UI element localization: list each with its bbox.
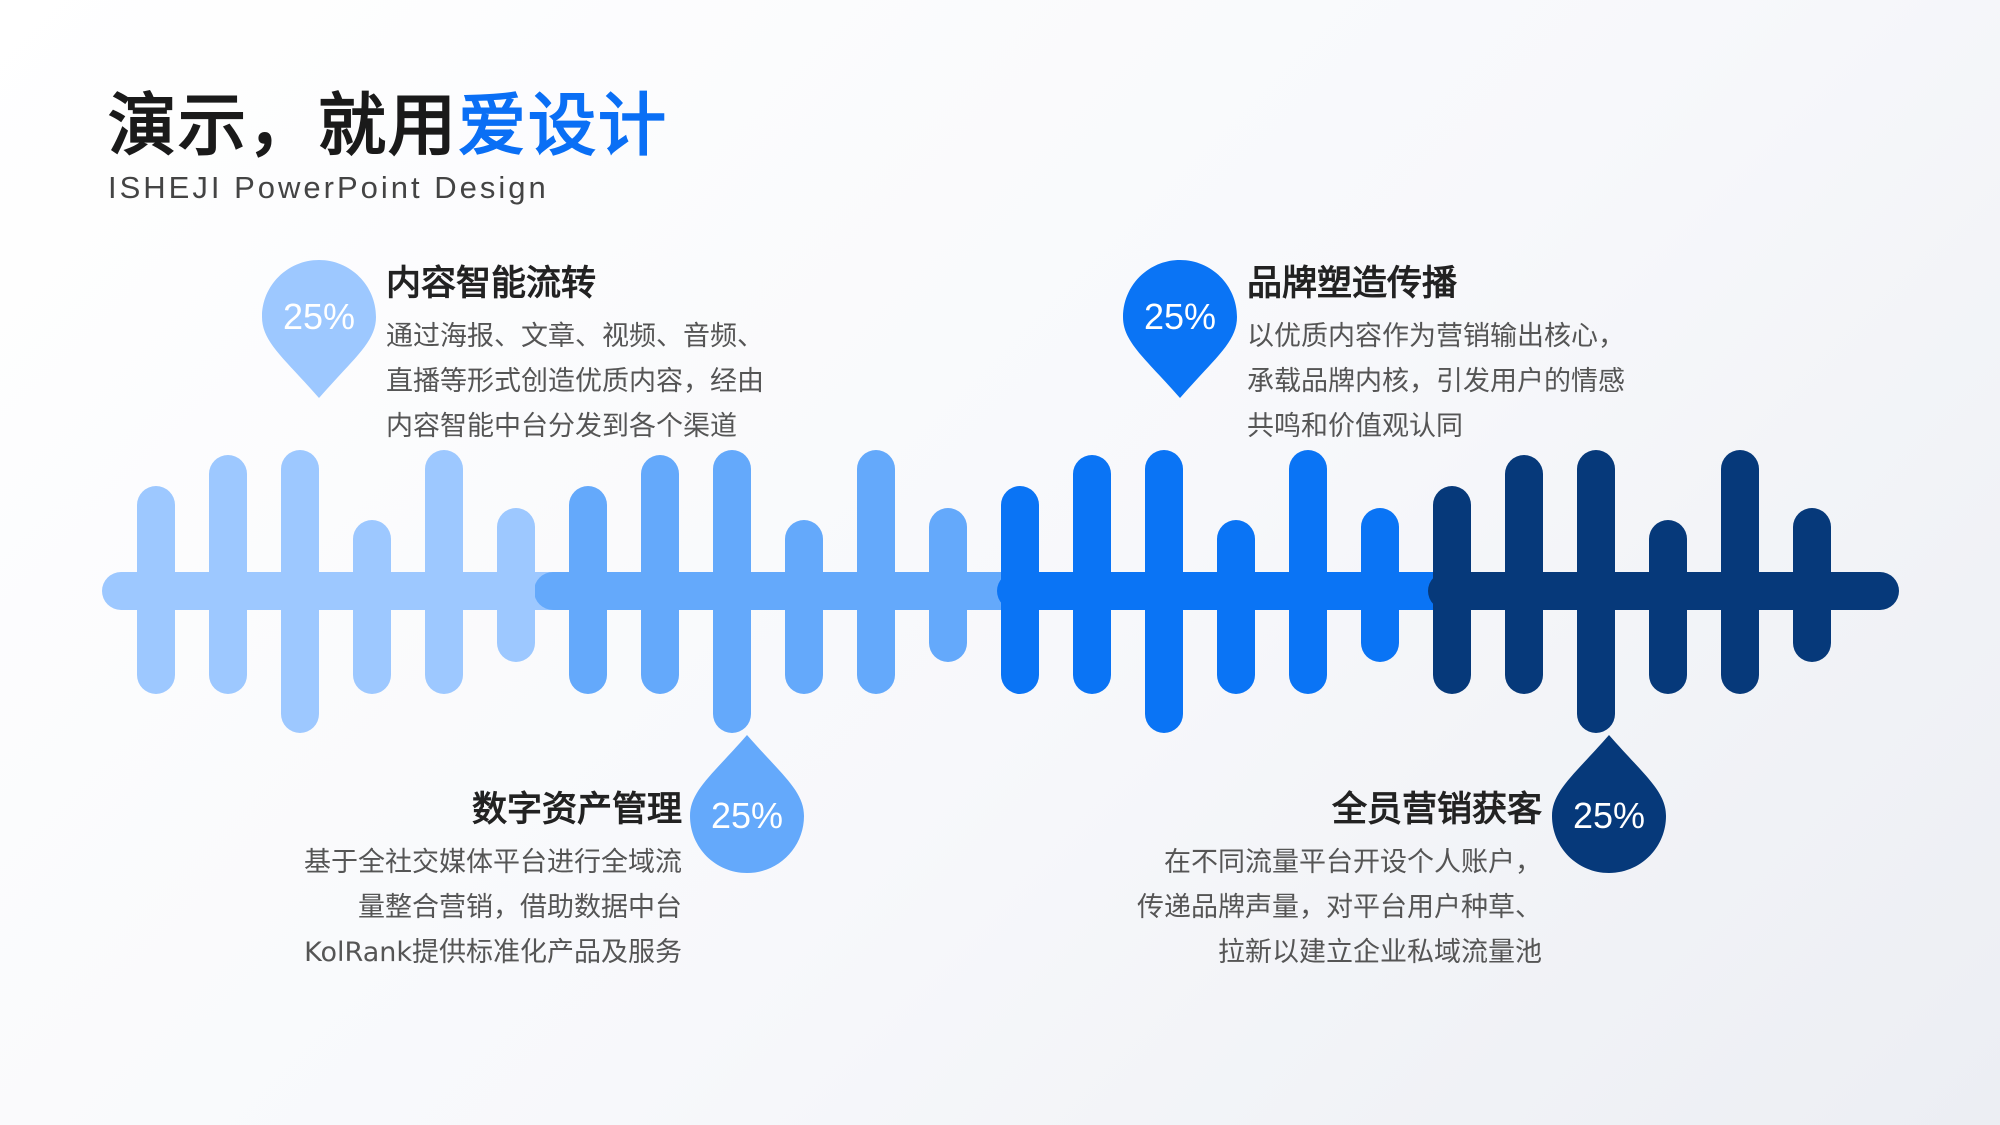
item-block-2: 数字资产管理 基于全社交媒体平台进行全域流 量整合营销，借助数据中台 KolRa… <box>304 786 682 975</box>
percent-drop-2: 25% <box>690 733 804 873</box>
page-title: 演示，就用爱设计 <box>108 87 669 166</box>
drop-shape-1 <box>262 260 376 398</box>
item-desc-4-line-1: 在不同流量平台开设个人账户， <box>1164 847 1542 878</box>
item-desc-2-line-1: 基于全社交媒体平台进行全域流 <box>304 847 682 878</box>
item-desc-3: 以优质内容作为营销输出核心， 承载品牌内核，引发用户的情感 共鸣和价值观认同 <box>1247 314 1625 449</box>
page-subtitle: ISHEJI PowerPoint Design <box>108 170 549 206</box>
percent-drop-1: 25% <box>262 260 376 400</box>
percent-label-1: 25% <box>282 296 356 337</box>
item-desc-1: 通过海报、文章、视频、音频、 直播等形式创造优质内容，经由 内容智能中台分发到各… <box>386 314 764 449</box>
item-block-3: 品牌塑造传播 以优质内容作为营销输出核心， 承载品牌内核，引发用户的情感 共鸣和… <box>1247 260 1625 449</box>
percent-drop-4: 25% <box>1552 733 1666 873</box>
drop-shape-3 <box>1123 260 1237 398</box>
item-desc-2-line-2: 量整合营销，借助数据中台 <box>358 892 682 923</box>
item-desc-1-line-3: 内容智能中台分发到各个渠道 <box>386 411 737 442</box>
item-desc-4: 在不同流量平台开设个人账户， 传递品牌声量，对平台用户种草、 拉新以建立企业私域… <box>1137 840 1542 975</box>
item-desc-2-line-3: KolRank提供标准化产品及服务 <box>304 937 682 968</box>
percent-label-4: 25% <box>1572 795 1646 836</box>
item-desc-4-line-2: 传递品牌声量，对平台用户种草、 <box>1137 892 1542 923</box>
item-block-4: 全员营销获客 在不同流量平台开设个人账户， 传递品牌声量，对平台用户种草、 拉新… <box>1137 786 1542 975</box>
item-title-4: 全员营销获客 <box>1331 790 1542 830</box>
item-desc-2: 基于全社交媒体平台进行全域流 量整合营销，借助数据中台 KolRank提供标准化… <box>304 840 682 975</box>
item-desc-3-line-2: 承载品牌内核，引发用户的情感 <box>1247 366 1625 397</box>
title-block: 演示，就用爱设计 ISHEJI PowerPoint Design <box>108 87 669 206</box>
percent-label-3: 25% <box>1143 296 1217 337</box>
drop-shape-4 <box>1552 735 1666 873</box>
item-title-1: 内容智能流转 <box>386 264 597 304</box>
title-accent: 爱设计 <box>458 87 669 166</box>
percent-drop-3: 25% <box>1123 260 1237 400</box>
item-desc-3-line-1: 以优质内容作为营销输出核心， <box>1247 321 1625 352</box>
item-desc-1-line-2: 直播等形式创造优质内容，经由 <box>386 366 764 397</box>
percent-label-2: 25% <box>710 795 784 836</box>
item-block-1: 内容智能流转 通过海报、文章、视频、音频、 直播等形式创造优质内容，经由 内容智… <box>386 260 764 449</box>
item-title-3: 品牌塑造传播 <box>1247 264 1458 304</box>
drop-shape-2 <box>690 735 804 873</box>
item-desc-3-line-3: 共鸣和价值观认同 <box>1247 411 1463 442</box>
title-main: 演示，就用 <box>108 87 459 166</box>
item-title-2: 数字资产管理 <box>471 790 682 830</box>
item-desc-4-line-3: 拉新以建立企业私域流量池 <box>1218 937 1542 968</box>
item-desc-1-line-1: 通过海报、文章、视频、音频、 <box>386 321 764 352</box>
